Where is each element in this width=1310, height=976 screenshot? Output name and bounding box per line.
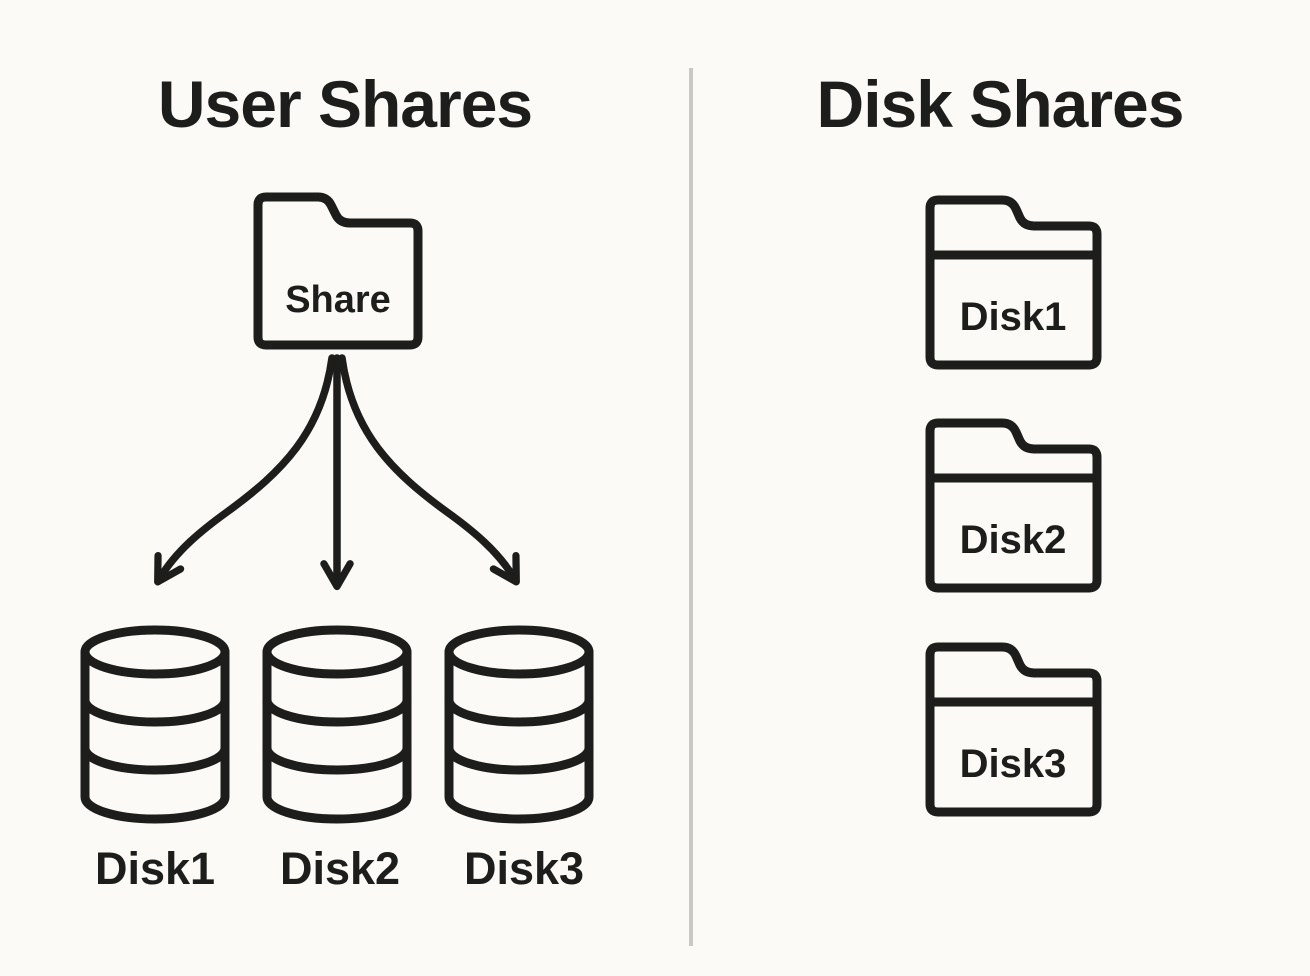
disk1-folder-label: Disk1	[960, 295, 1067, 339]
disk2-folder-label: Disk2	[960, 518, 1067, 562]
arrow-to-disk3	[338, 354, 520, 586]
disk-shares-title: Disk Shares	[816, 67, 1185, 141]
arrow-to-disk1	[154, 354, 336, 586]
share-folder-icon	[253, 192, 423, 350]
disk1-folder-icon	[925, 195, 1102, 370]
share-to-disk-arrows	[154, 354, 520, 591]
disk3-folder-icon	[925, 642, 1102, 817]
disk2-cylinder-icon	[262, 625, 412, 824]
disk-shares-diagram: Disk1 Disk2 Disk3	[925, 195, 1102, 817]
user-shares-title: User Shares	[157, 67, 533, 141]
disk1-cylinder-icon	[80, 625, 230, 824]
disk1-label: Disk1	[95, 843, 215, 894]
disk3-label: Disk3	[464, 843, 584, 894]
user-shares-diagram: Share	[80, 192, 594, 894]
disk2-label: Disk2	[280, 843, 400, 894]
disk3-cylinder-icon	[444, 625, 594, 824]
share-folder-label: Share	[285, 279, 391, 321]
disk2-folder-icon	[925, 418, 1102, 593]
panel-divider	[689, 68, 693, 946]
disk3-folder-label: Disk3	[960, 742, 1067, 786]
